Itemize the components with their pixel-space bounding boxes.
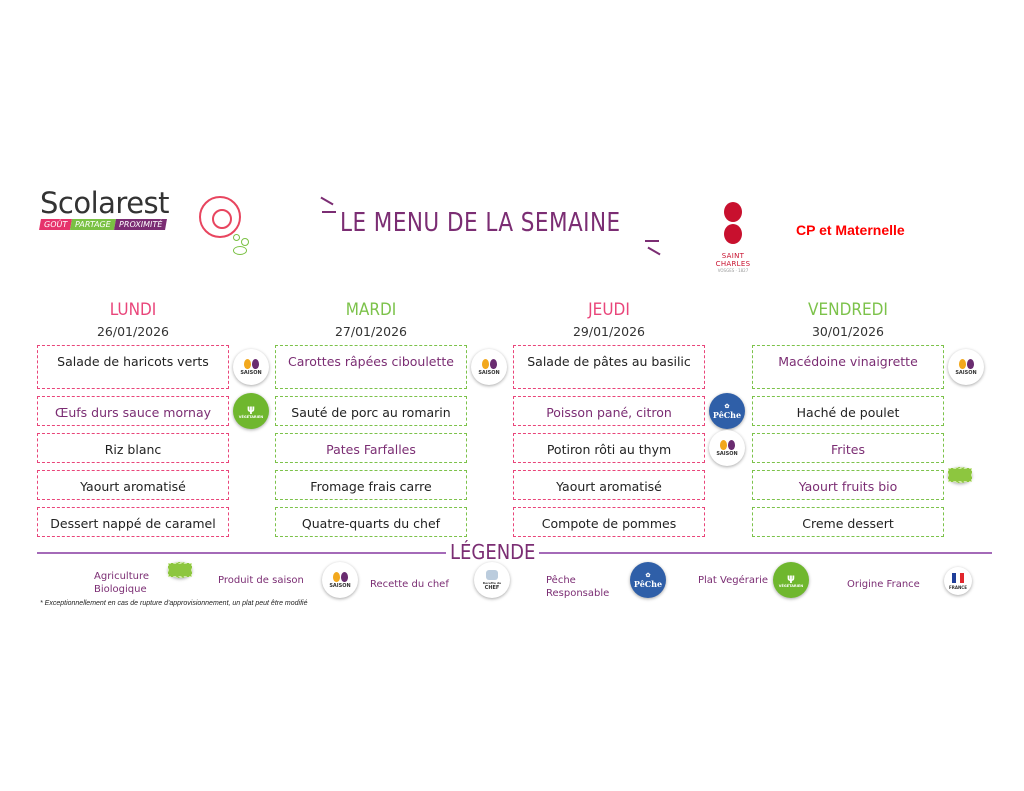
day-name: JEUDI — [588, 300, 630, 320]
menu-item: Pates Farfalles — [275, 433, 467, 463]
bubble-decoration — [241, 238, 249, 246]
day-name: MARDI — [345, 300, 397, 320]
badge-text: CHEF — [484, 584, 500, 591]
france-badge-icon: FRANCE — [944, 567, 972, 595]
badge-text: PêChe — [712, 409, 742, 420]
legend-label: Pêche Responsable — [546, 575, 610, 599]
menu-item: Salade de haricots verts — [37, 345, 229, 389]
saison-badge-icon: SAISON — [471, 349, 507, 385]
legend-label: Origine France — [847, 579, 920, 590]
school-logo-name: SAINT CHARLES — [715, 252, 751, 268]
saison-badge-icon: SAISON — [948, 349, 984, 385]
menu-item: Poisson pané, citron — [513, 396, 705, 426]
badge-text: FRANCE — [949, 584, 967, 590]
title-decoration — [647, 246, 661, 256]
badge-text: Recette du — [482, 580, 502, 585]
brand-tag: GOÛT — [39, 219, 73, 230]
menu-item: Compote de pommes — [513, 507, 705, 537]
day-name: VENDREDI — [808, 300, 888, 320]
saison-badge-icon: SAISON — [233, 349, 269, 385]
menu-item: Salade de pâtes au basilic — [513, 345, 705, 389]
menu-item: Haché de poulet — [752, 396, 944, 426]
school-level: CP et Maternelle — [796, 222, 905, 238]
menu-item: Frites — [752, 433, 944, 463]
legend-label: Plat Vegérarie — [698, 575, 769, 586]
badge-text: SAISON — [329, 582, 351, 589]
scolarest-logo: Scolarest GOÛT PARTAGE PROXIMITÉ — [39, 186, 180, 230]
saison-badge-icon: SAISON — [322, 562, 358, 598]
day-date: 29/01/2026 — [572, 324, 646, 339]
bubble-decoration — [233, 234, 240, 241]
legend-label: Produit de saison — [218, 575, 304, 586]
brand-tag: PARTAGE — [70, 219, 116, 230]
day-date: 26/01/2026 — [96, 324, 170, 339]
school-logo-sub: VOSGES · 1827 — [717, 268, 749, 273]
menu-item: Sauté de porc au romarin — [275, 396, 467, 426]
badge-text: PêChe — [633, 578, 663, 589]
badge-text: SAISON — [240, 369, 262, 376]
day-column-lundi: LUNDI 26/01/2026 — [37, 298, 229, 342]
badge-text: SAISON — [716, 450, 738, 457]
title-decoration — [645, 240, 659, 242]
menu-item: Quatre-quarts du chef — [275, 507, 467, 537]
legend-label: Recette du chef — [370, 579, 449, 590]
menu-item: Fromage frais carre — [275, 470, 467, 500]
menu-item: Carottes râpées ciboulette — [275, 345, 467, 389]
title-decoration — [320, 196, 334, 206]
day-date: 30/01/2026 — [811, 324, 885, 339]
day-column-vendredi: VENDREDI 30/01/2026 — [752, 298, 944, 342]
day-column-mardi: MARDI 27/01/2026 — [275, 298, 467, 342]
menu-item: Yaourt aromatisé — [513, 470, 705, 500]
menu-item: Dessert nappé de caramel — [37, 507, 229, 537]
menu-item: Riz blanc — [37, 433, 229, 463]
peche-badge-icon: ✿PêChe — [709, 393, 745, 429]
brand-name: Scolarest — [40, 186, 170, 220]
badge-text: SAISON — [955, 369, 977, 376]
badge-text: SAISON — [478, 369, 500, 376]
badge-text: VÉGÉTARIEN — [778, 583, 804, 588]
title-decoration — [322, 211, 336, 213]
saison-badge-icon: SAISON — [709, 430, 745, 466]
plate-illustration — [199, 196, 241, 238]
bio-badge-icon — [948, 467, 972, 483]
menu-item: Œufs durs sauce mornay — [37, 396, 229, 426]
menu-item: Potiron rôti au thym — [513, 433, 705, 463]
bubble-decoration — [233, 246, 247, 255]
day-date: 27/01/2026 — [334, 324, 408, 339]
legend-label: Agriculture Biologique — [94, 571, 149, 595]
menu-item: Macédoine vinaigrette — [752, 345, 944, 389]
peche-badge-icon: ✿PêChe — [630, 562, 666, 598]
page-title: LE MENU DE LA SEMAINE — [340, 208, 621, 238]
saint-charles-logo: SAINT CHARLES VOSGES · 1827 — [706, 200, 760, 273]
menu-item: Yaourt aromatisé — [37, 470, 229, 500]
brand-tag: PROXIMITÉ — [113, 219, 168, 230]
brand-tagline: GOÛT PARTAGE PROXIMITÉ — [39, 219, 180, 230]
badge-text: VÉGÉTARIEN — [238, 414, 264, 419]
day-column-jeudi: JEUDI 29/01/2026 — [513, 298, 705, 342]
disclaimer-note: * Exceptionnellement en cas de rupture d… — [40, 600, 308, 607]
menu-item: Yaourt fruits bio — [752, 470, 944, 500]
menu-item: Creme dessert — [752, 507, 944, 537]
legend-title: LÉGENDE — [446, 540, 540, 564]
day-name: LUNDI — [109, 300, 157, 320]
bio-badge-icon — [168, 562, 192, 578]
